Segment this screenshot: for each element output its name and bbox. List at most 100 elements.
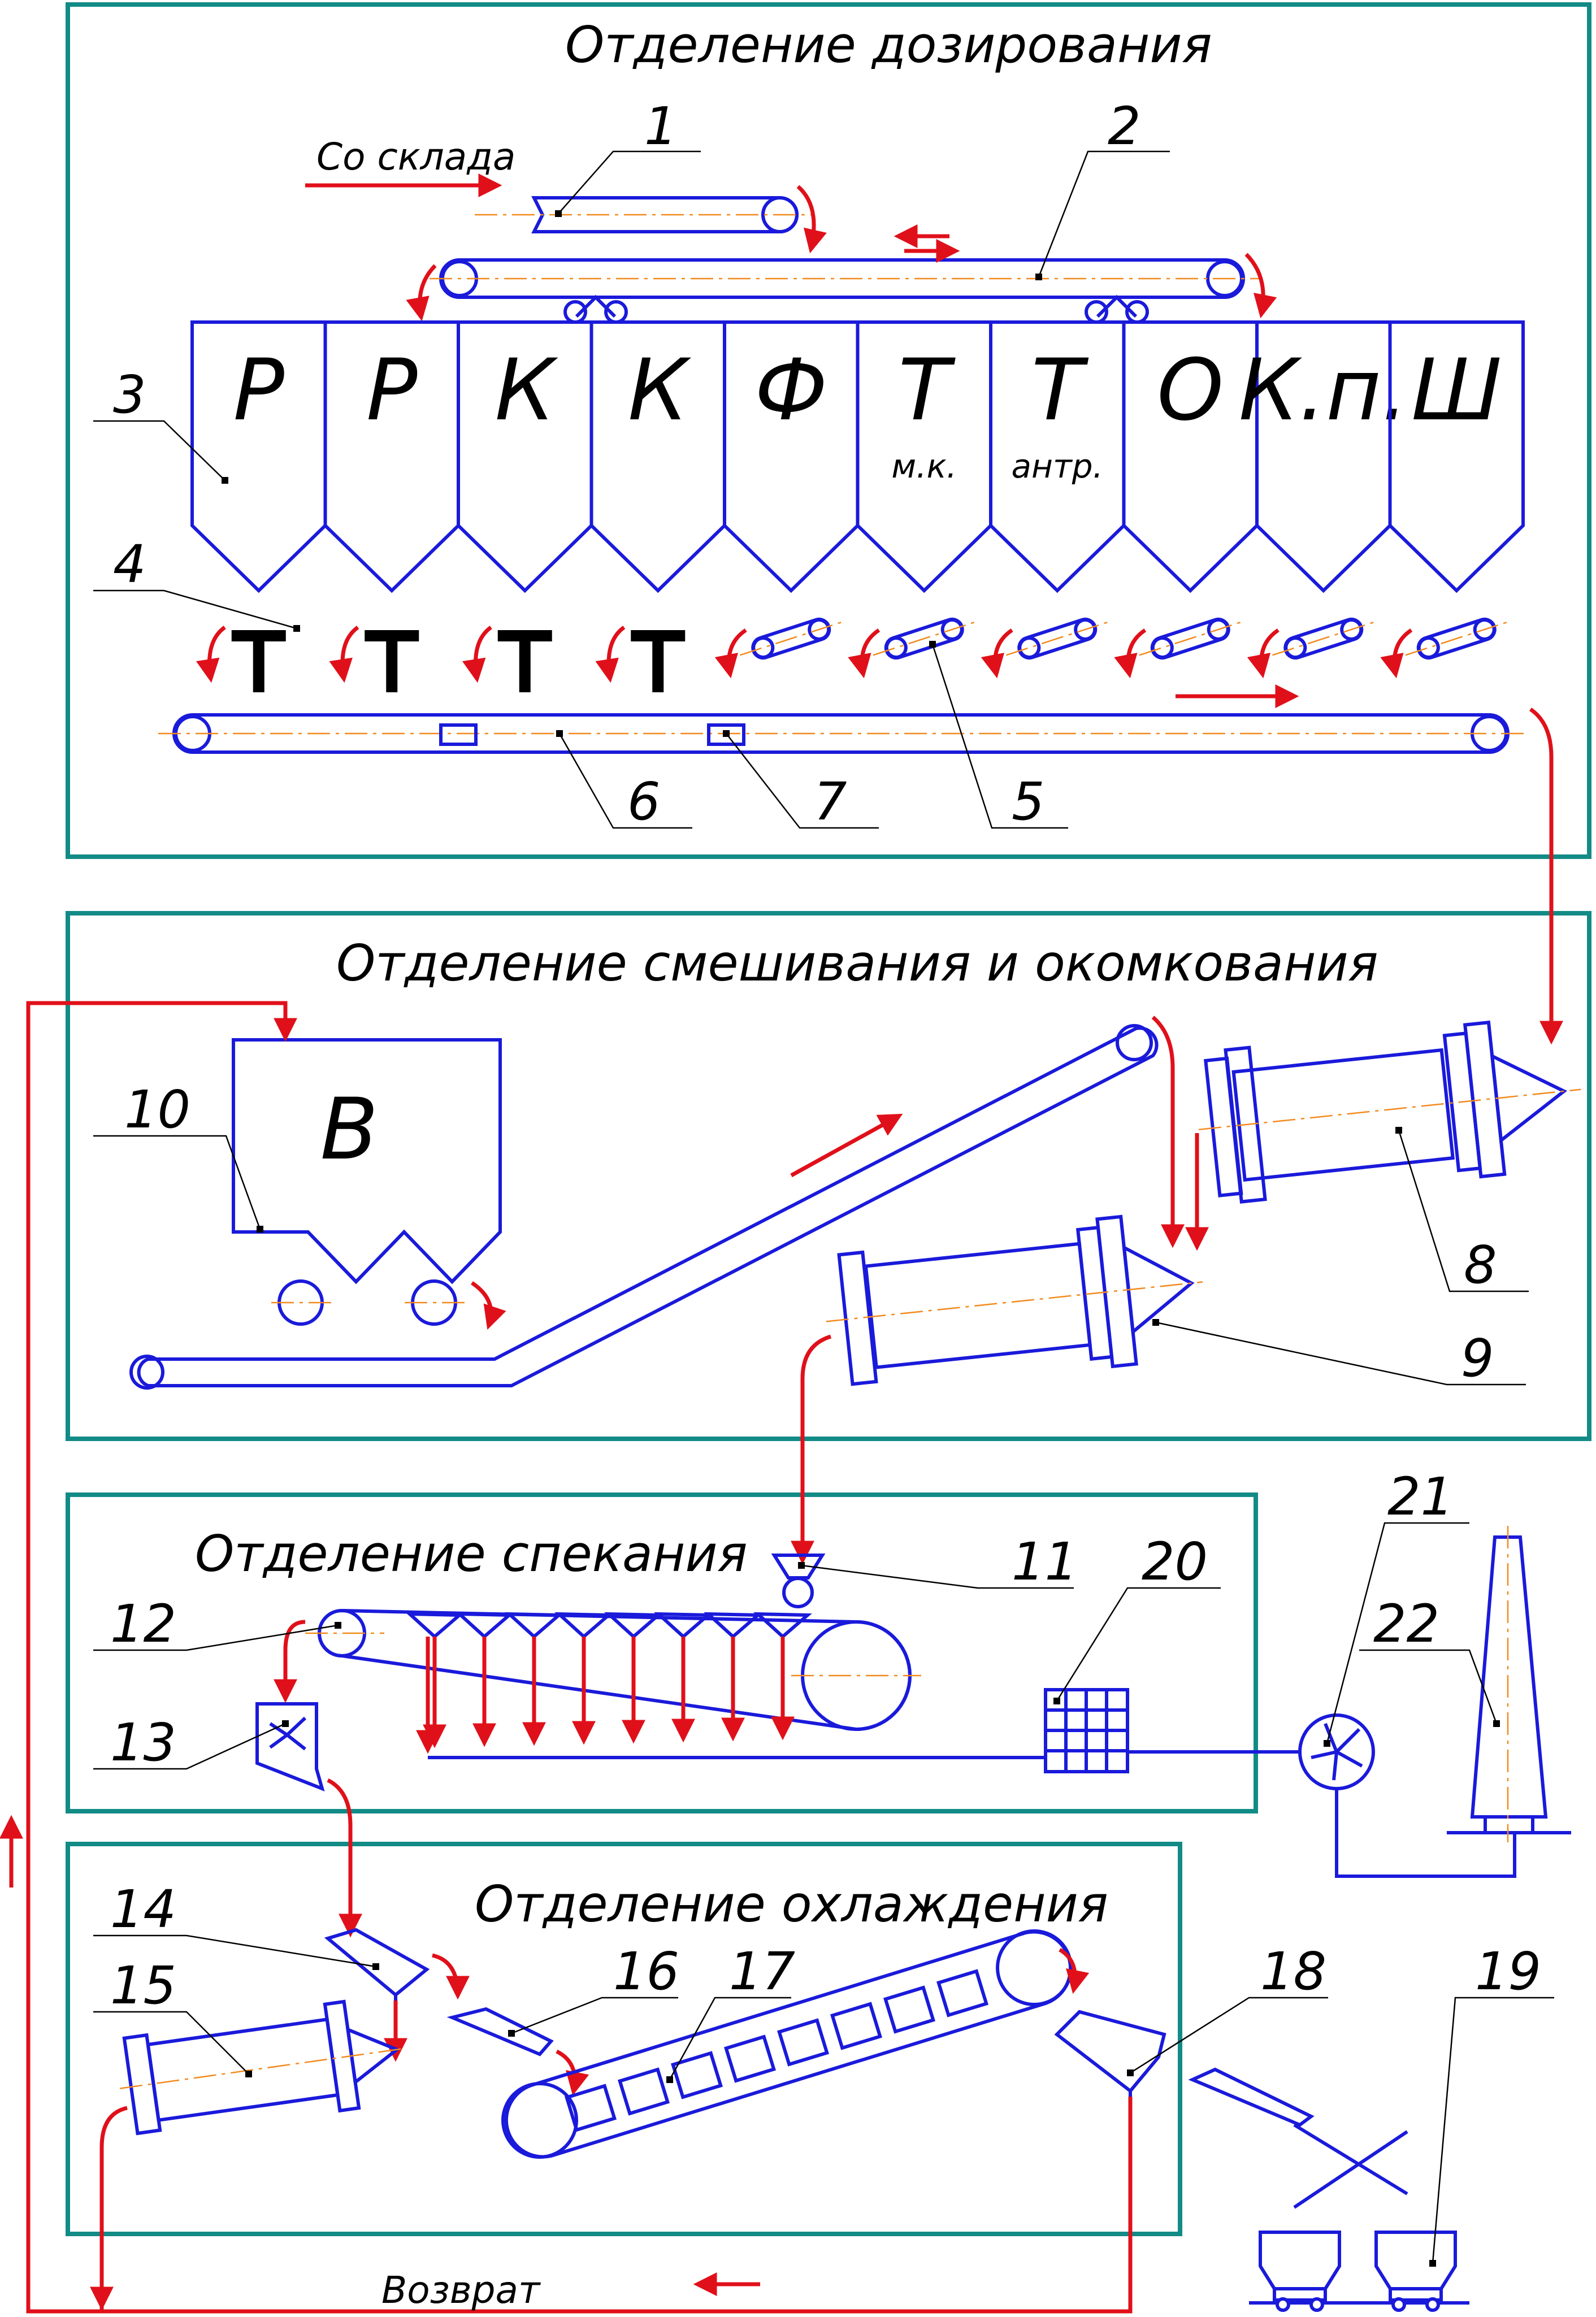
weigher-discharge-arrow [329,626,359,683]
pelletizing-drum-9 [826,1214,1203,1386]
dosing-bin-8: О [1122,320,1259,593]
drum-9-to-feeder-11-flow [791,1334,832,1565]
cooler-pallet [671,2051,723,2099]
bin-letter: Т [898,341,956,440]
screen-16 [446,2007,554,2056]
section-frame-cooling [66,1842,1182,2236]
callout-14: 14 [93,1879,379,1970]
cooler-pallet [883,1985,935,2034]
weigher-discharge-arrow [196,626,226,683]
callout-number: 19 [1475,1941,1541,2002]
callout-7: 7 [723,730,879,832]
bin-letter: К.п. [1239,341,1408,440]
callout-number: 9 [1461,1328,1494,1389]
to-drum-8-flow [1529,708,1563,1045]
section-title-mixing: Отделение смешивания и окомкования [336,934,1378,992]
section-frame-sintering [66,1492,1258,1813]
callout-number: 11 [1012,1531,1078,1592]
callout-number: 22 [1373,1594,1439,1654]
bin-letter: К [628,341,691,440]
callout-number: 15 [110,1955,176,2016]
gas-cleaning-20 [1044,1688,1129,1773]
mixing-drum-8 [1198,1020,1581,1204]
inclined-conveyor [129,1024,1159,1390]
product-bins-19 [1249,2231,1469,2312]
callout-number: 18 [1260,1941,1326,2002]
crusher-13 [255,1702,325,1792]
section-frame-mixing [66,911,1591,1441]
return-label: Возврат [381,2268,541,2312]
callout-number: 17 [729,1941,795,2002]
feeders-row [196,617,1508,692]
cooler-pallet [565,2084,617,2132]
feeder-discharge-arrow [848,628,881,679]
callout-22: 22 [1359,1594,1500,1727]
callout-18: 18 [1127,1941,1328,2076]
feeder-discharge-arrow [1380,628,1413,679]
callout-number: 12 [110,1594,176,1654]
callout-number: 16 [613,1941,679,2002]
callout-13: 13 [93,1712,289,1773]
callout-21: 21 [1324,1466,1469,1747]
bin-subscript: антр. [1011,447,1103,485]
bin-letter: К [495,341,558,440]
screen-14-to-screen-16-flow [432,1953,470,2000]
feeder-3 [1006,617,1109,660]
feeder-5 [1272,617,1375,660]
bin-letter: Ф [754,341,827,440]
feeder-discharge-arrow [1247,628,1280,679]
collecting-conveyor-6 [158,713,1526,754]
callout-number: 2 [1108,96,1141,157]
weigher-4 [631,630,686,692]
cooler-17 [501,1929,1073,2159]
callout-12: 12 [93,1594,341,1654]
dosing-bin-4: К [589,320,726,593]
sinter-to-crusher-flow [274,1620,306,1703]
callout-number: 13 [110,1712,176,1773]
bin-subscript: м.к. [891,447,957,485]
weigher-2 [365,630,419,692]
callout-20: 20 [1053,1531,1221,1704]
section-title-cooling: Отделение охлаждения [475,1875,1108,1933]
feeder-11 [771,1554,826,1608]
callout-number: 6 [627,771,661,832]
bin-letter: Р [366,341,418,440]
conveyor-1 [475,196,814,233]
feeder-discharge-arrow [714,628,747,679]
callout-number: 7 [814,771,847,832]
wind-box [455,1612,514,1747]
callout-11: 11 [798,1531,1078,1592]
wind-box [554,1612,613,1745]
callout-4: 4 [93,534,300,632]
bin-letter: Ш [1411,341,1502,440]
exhauster-21 [1298,1713,1375,1790]
bin-10-letter: В [320,1081,379,1179]
conveyor-to-bins-19 [1188,2067,1408,2209]
feeder-discharge-arrow [981,628,1013,679]
cooler-pallet [618,2067,670,2116]
callout-number: 5 [1012,771,1045,832]
weigher-1 [231,630,286,692]
sinter-machine [305,1608,921,1732]
cooling-drum-15 [119,1999,406,2136]
cooler-discharge-arrow [1059,1947,1090,1994]
wind-box [604,1612,663,1744]
section-title-sintering: Отделение спекания [195,1525,748,1583]
conveyor-1-discharge-arrow [796,185,827,254]
callout-19: 19 [1429,1941,1554,2267]
cooler-pallet [830,2002,882,2050]
section-frame-dosing [66,2,1591,859]
cooler-pallet [724,2034,776,2083]
screen-18 [1054,2010,1166,2097]
crusher-to-screen-14-flow [327,1778,362,1938]
callout-number: 14 [110,1879,176,1939]
cooler-pallets [565,1969,988,2132]
callout-10: 10 [93,1079,263,1233]
callout-17: 17 [666,1941,795,2083]
callout-8: 8 [1395,1127,1529,1295]
conveyor-2-left-arrow [406,264,437,322]
cooler-pallet [936,1969,988,2017]
weigher-3 [497,630,552,692]
dosing-bin-1: Р [190,320,327,593]
